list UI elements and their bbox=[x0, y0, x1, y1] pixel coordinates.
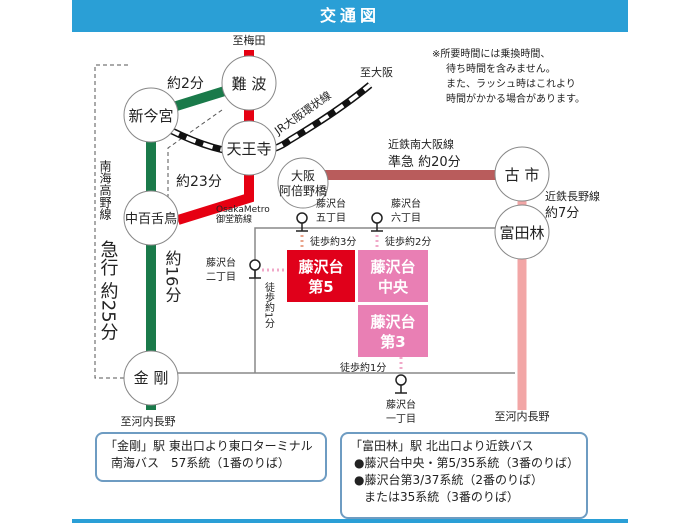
stop-gochome-1: 藤沢台 bbox=[316, 197, 346, 210]
jr-loop-line bbox=[168, 82, 373, 157]
stop-gochome-2: 五丁目 bbox=[316, 213, 346, 224]
station-namba[interactable] bbox=[221, 55, 277, 111]
station-tondabayashi[interactable] bbox=[494, 204, 550, 260]
bus-stop-icon bbox=[296, 212, 308, 232]
label-tennoji: 天王寺 bbox=[226, 140, 271, 158]
stop-rokuchome-1: 藤沢台 bbox=[391, 197, 421, 210]
property-dai3[interactable]: 藤沢台 第3 bbox=[358, 305, 428, 357]
walk-rokuchome: 徒歩約2分 bbox=[385, 235, 431, 248]
express-dashed-route bbox=[94, 64, 223, 379]
svg-text:中央: 中央 bbox=[378, 278, 409, 296]
station-tennoji[interactable] bbox=[221, 120, 277, 176]
bus-stop-icon bbox=[371, 212, 383, 232]
time-nakamozu-tennoji: 約23分 bbox=[176, 174, 222, 190]
metro-label-1: OsakaMetro bbox=[216, 205, 270, 215]
dest-umeda: 至梅田 bbox=[233, 33, 266, 47]
time-shin-imamiya-namba: 約2分 bbox=[167, 76, 204, 92]
label-shin-imamiya: 新今宮 bbox=[128, 107, 173, 125]
bottom-rule bbox=[72, 519, 628, 523]
stop-itchome-2: 一丁目 bbox=[386, 414, 416, 425]
walk-gochome: 徒歩約3分 bbox=[310, 235, 356, 248]
station-shin-imamiya[interactable] bbox=[123, 87, 179, 143]
dest-kawachinagano-left: 至河内長野 bbox=[121, 414, 176, 428]
walk-itchome: 徒歩約1分 bbox=[340, 361, 386, 374]
time-kongo-nakamozu: 約16分 bbox=[163, 250, 182, 303]
svg-text:時間がかかる場合があります。: 時間がかかる場合があります。 bbox=[446, 92, 585, 105]
kintetsu-nagano-label: 近鉄長野線 bbox=[545, 189, 600, 203]
page-title: 交通図 bbox=[319, 6, 380, 25]
property-dai5[interactable]: 藤沢台 第5 bbox=[287, 250, 355, 302]
nankai-koya-label: 南海高野線 bbox=[98, 159, 112, 220]
dest-osaka: 至大阪 bbox=[360, 65, 393, 79]
svg-text:藤沢台: 藤沢台 bbox=[370, 313, 415, 331]
stop-rokuchome-2: 六丁目 bbox=[391, 212, 421, 224]
station-kongo[interactable] bbox=[123, 350, 179, 406]
label-namba: 難 波 bbox=[232, 75, 267, 93]
nankai-express-label: 急行 約25分 bbox=[98, 240, 119, 341]
station-furuichi[interactable] bbox=[494, 146, 550, 202]
stop-itchome-1: 藤沢台 bbox=[386, 398, 416, 411]
svg-text:第3: 第3 bbox=[380, 333, 405, 351]
bus-info-kongo: 「金剛」駅 東出口より東口ターミナル 南海バス 57系統（1番のりば） bbox=[95, 432, 327, 482]
kintetsu-minami-osaka-label: 近鉄南大阪線 bbox=[388, 137, 454, 151]
station-abeno[interactable] bbox=[277, 157, 329, 209]
header-bar: 交通図 bbox=[72, 0, 628, 32]
svg-text:藤沢台: 藤沢台 bbox=[370, 258, 415, 276]
label-tondabayashi: 富田林 bbox=[499, 224, 544, 242]
metro-label-2: 御堂筋線 bbox=[216, 213, 252, 225]
label-abeno-2: 阿倍野橋 bbox=[279, 183, 327, 198]
bus-stop-icon bbox=[249, 259, 261, 279]
label-kongo: 金 剛 bbox=[134, 369, 169, 387]
label-furuichi: 古 市 bbox=[505, 166, 540, 184]
station-nakamozu[interactable] bbox=[123, 190, 179, 246]
bus-info-tondabayashi: 「富田林」駅 北出口より近鉄バス ●藤沢台中央・第5/35系統（3番のりば） ●… bbox=[340, 432, 588, 519]
svg-text:藤沢台: 藤沢台 bbox=[298, 258, 343, 276]
svg-text:また、ラッシュ時はこれより: また、ラッシュ時はこれより bbox=[446, 78, 576, 90]
stop-nichome-2: 二丁目 bbox=[206, 272, 236, 283]
svg-text:待ち時間を含みません。: 待ち時間を含みません。 bbox=[446, 62, 556, 75]
dest-kawachinagano-right: 至河内長野 bbox=[495, 409, 550, 423]
svg-text:※所要時間には乗換時間、: ※所要時間には乗換時間、 bbox=[432, 48, 550, 60]
walk-nichome: 徒歩約1分 bbox=[263, 281, 275, 329]
property-chuo[interactable]: 藤沢台 中央 bbox=[358, 250, 428, 302]
label-abeno-1: 大阪 bbox=[291, 169, 315, 183]
bus-roads bbox=[178, 227, 515, 374]
kintetsu-semi-express-label: 準急 約20分 bbox=[388, 154, 461, 170]
bus-stop-icon bbox=[395, 374, 407, 394]
stop-nichome-1: 藤沢台 bbox=[206, 256, 236, 269]
kintetsu-nagano-time: 約7分 bbox=[545, 206, 579, 221]
svg-text:第5: 第5 bbox=[308, 278, 333, 296]
label-nakamozu: 中百舌鳥 bbox=[125, 212, 177, 227]
note: ※所要時間には乗換時間、 待ち時間を含みません。 また、ラッシュ時はこれより 時… bbox=[432, 48, 585, 105]
